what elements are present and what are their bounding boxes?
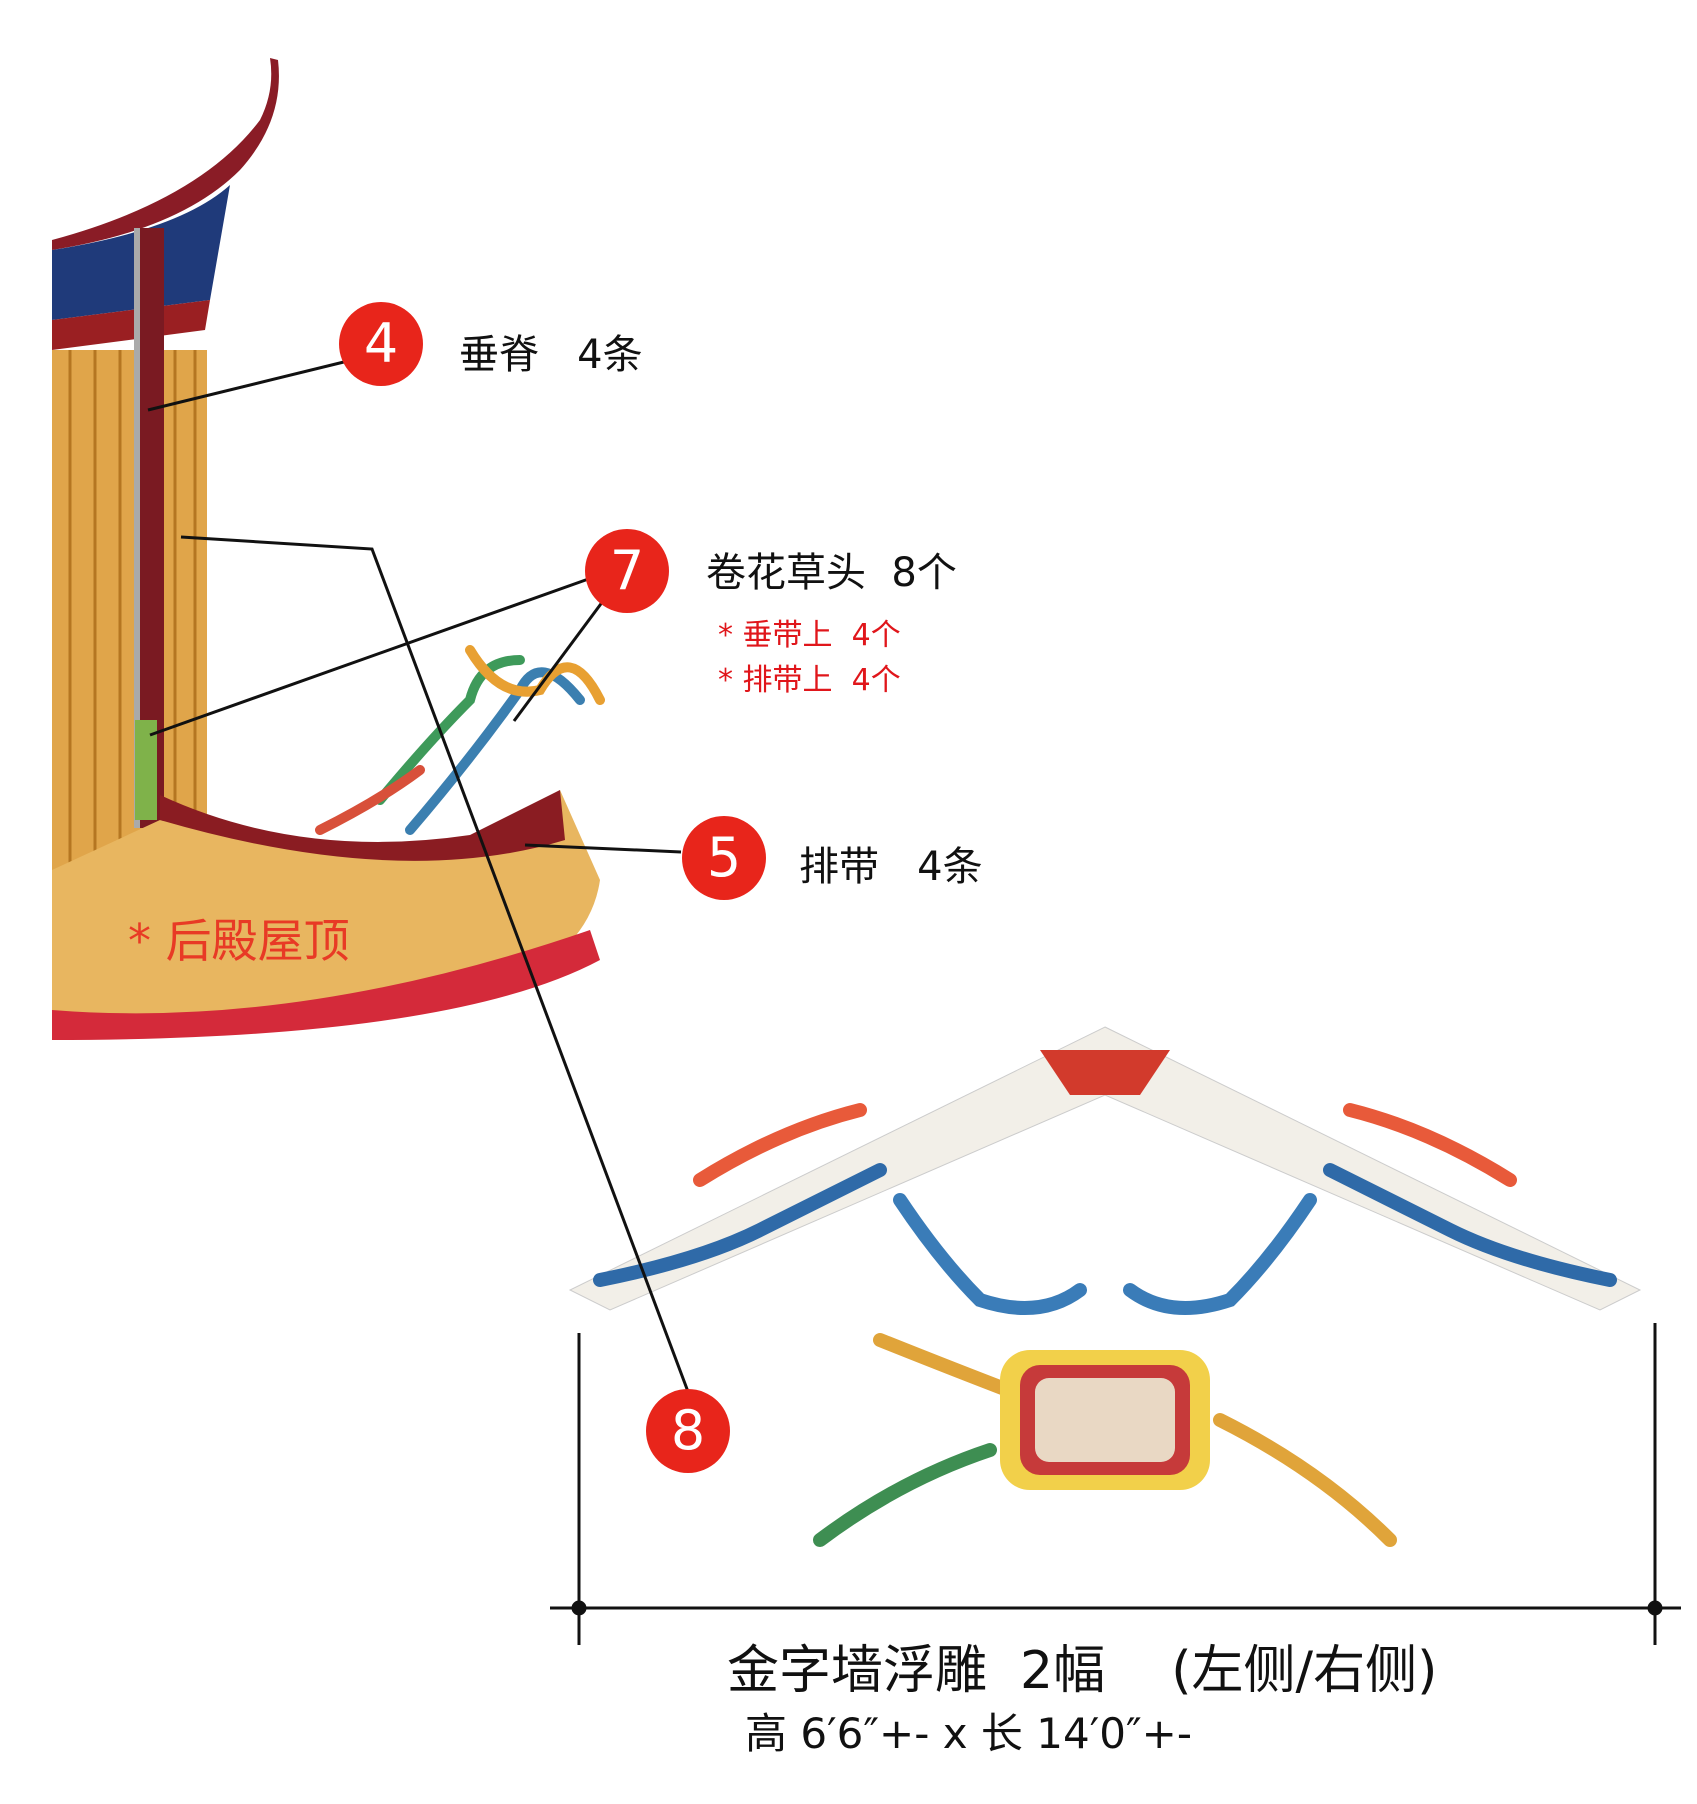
callout-note-2: * 排带上 4个 (718, 663, 901, 698)
leader-lines (147, 358, 692, 1398)
callout-note-1: * 垂带上 4个 (718, 618, 901, 653)
roof-note: * 后殿屋顶 (128, 914, 350, 968)
relief-title: 金字墙浮雕 2幅 (左侧/右侧) (727, 1641, 1438, 1701)
gable-relief-image (568, 1026, 1642, 1547)
callout-badge-8: 8 (646, 1389, 730, 1473)
callout-label-ridge: 垂脊 4条 (459, 332, 643, 378)
relief-dimensions: 高 6′6″+- x 长 14′0″+- (745, 1709, 1193, 1758)
rear-hall-roof-image (52, 58, 605, 1040)
callout-badge-7: 7 (585, 529, 669, 613)
callout-badge-4: 4 (339, 302, 423, 386)
callout-badge-5: 5 (682, 816, 766, 900)
callout-label-scroll-ornament: 卷花草头 8个 (706, 550, 957, 596)
callout-label-row-band: 排带 4条 (799, 844, 983, 890)
dimension-line (550, 1323, 1681, 1645)
